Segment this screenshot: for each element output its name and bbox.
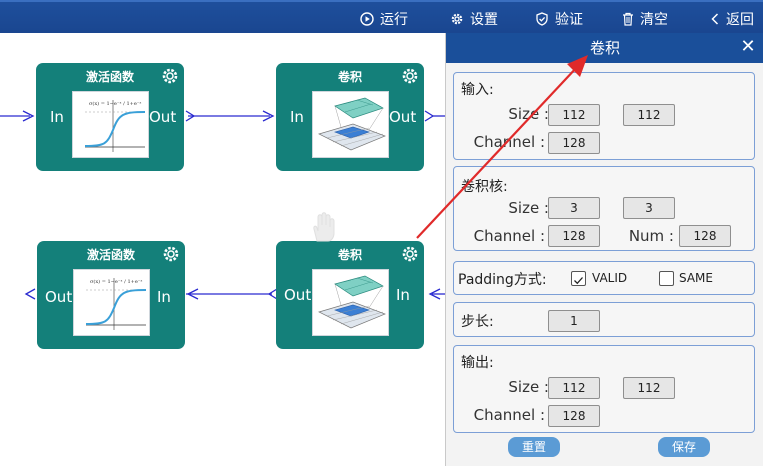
close-icon[interactable]: ✕ [740, 36, 756, 57]
properties-panel: 卷积 ✕ 输入: Size : 112 112 Channel : 128 卷积… [445, 33, 763, 466]
gear-icon[interactable] [401, 67, 419, 85]
activation-node-bottom[interactable]: 激活函数 Out In σ(x) = 1−e⁻ˣ / 1+e⁻ˣ [37, 241, 185, 349]
kernel-section: 卷积核: Size : 3 3 Channel : 128 Num : 128 [453, 166, 755, 251]
input-channel-field[interactable]: 128 [548, 132, 600, 154]
panel-header: 卷积 ✕ [446, 33, 763, 63]
node-title: 激活函数 [85, 70, 134, 84]
graph-canvas[interactable]: 激活函数 In Out σ(x) = 1−e⁻ˣ / 1+e⁻ˣ 卷积 In O… [0, 33, 445, 466]
panel-title: 卷积 [589, 39, 620, 57]
activation-node-top[interactable]: 激活函数 In Out σ(x) = 1−e⁻ˣ / 1+e⁻ˣ [36, 63, 184, 171]
kernel-channel-label: Channel : [473, 227, 545, 245]
run-label: 运行 [380, 11, 408, 28]
kernel-channel-field[interactable]: 128 [548, 225, 600, 247]
node-title: 卷积 [337, 248, 362, 262]
input-section: 输入: Size : 112 112 Channel : 128 [453, 72, 755, 160]
play-circle-icon [360, 11, 374, 26]
kernel-num-field[interactable]: 128 [679, 225, 731, 247]
clear-label: 清空 [640, 11, 668, 28]
output-section: 输出: Size : 112 112 Channel : 128 [453, 345, 755, 433]
reset-button[interactable]: 重置 [508, 437, 560, 457]
conv-node-bottom[interactable]: 卷积 Out In [276, 241, 424, 349]
stride-label: 步长: [461, 314, 494, 330]
input-size-w-field[interactable]: 112 [548, 104, 600, 126]
gear-icon[interactable] [162, 245, 180, 263]
back-label: 返回 [726, 11, 754, 28]
kernel-size-label: Size : [508, 199, 549, 217]
output-size-w-field[interactable]: 112 [548, 377, 600, 399]
hand-cursor-icon [313, 212, 335, 242]
kernel-num-label: Num : [628, 227, 674, 245]
gear-icon[interactable] [161, 67, 179, 85]
output-size-h-field[interactable]: 112 [623, 377, 675, 399]
output-section-label: 输出: [461, 355, 494, 371]
node-out-port[interactable]: Out [149, 108, 177, 126]
input-channel-label: Channel : [473, 133, 545, 151]
output-channel-label: Channel : [473, 406, 545, 424]
chevron-left-icon [711, 12, 719, 25]
settings-button[interactable]: 设置 [450, 2, 498, 35]
kernel-size-w-field[interactable]: 3 [548, 197, 600, 219]
node-out-port[interactable]: Out [45, 288, 73, 306]
sigmoid-curve-image: σ(x) = 1−e⁻ˣ / 1+e⁻ˣ [73, 269, 150, 336]
input-section-label: 输入: [461, 82, 494, 98]
svg-text:σ(x) = 1−e⁻ˣ / 1+e⁻ˣ: σ(x) = 1−e⁻ˣ / 1+e⁻ˣ [89, 100, 142, 107]
verify-label: 验证 [555, 11, 583, 28]
settings-label: 设置 [470, 11, 498, 28]
gear-icon [451, 13, 463, 24]
padding-valid-label: VALID [592, 271, 628, 285]
padding-valid-checkbox[interactable] [571, 271, 586, 286]
node-title: 激活函数 [86, 248, 135, 262]
stride-section: 步长: 1 [453, 302, 755, 337]
padding-section: Padding方式: VALID SAME [453, 261, 755, 295]
node-in-port[interactable]: In [290, 108, 304, 126]
top-toolbar: 运行 设置 验证 清空 返回 [0, 0, 763, 33]
kernel-section-label: 卷积核: [461, 179, 508, 195]
padding-label: Padding方式: [458, 272, 547, 288]
run-button[interactable]: 运行 [360, 2, 408, 35]
node-out-port[interactable]: Out [389, 108, 417, 126]
output-channel-field[interactable]: 128 [548, 405, 600, 427]
padding-same-label: SAME [679, 271, 713, 285]
gear-icon[interactable] [401, 245, 419, 263]
node-in-port[interactable]: In [50, 108, 64, 126]
verify-button[interactable]: 验证 [535, 2, 583, 35]
convolution-grid-image [312, 91, 389, 158]
convolution-grid-image [312, 269, 389, 336]
clear-button[interactable]: 清空 [622, 2, 668, 35]
checkmark-icon [574, 277, 583, 285]
stride-field[interactable]: 1 [548, 310, 600, 332]
padding-same-checkbox[interactable] [659, 271, 674, 286]
trash-icon [623, 12, 633, 26]
input-size-h-field[interactable]: 112 [623, 104, 675, 126]
sigmoid-curve-image: σ(x) = 1−e⁻ˣ / 1+e⁻ˣ [72, 91, 149, 158]
output-size-label: Size : [508, 378, 549, 396]
connection-wires [0, 110, 445, 300]
input-size-label: Size : [508, 105, 549, 123]
node-in-port[interactable]: In [396, 286, 410, 304]
kernel-size-h-field[interactable]: 3 [623, 197, 675, 219]
back-button[interactable]: 返回 [710, 2, 754, 35]
node-out-port[interactable]: Out [284, 286, 312, 304]
conv-node-top[interactable]: 卷积 In Out [276, 63, 424, 171]
node-in-port[interactable]: In [157, 288, 171, 306]
save-button[interactable]: 保存 [658, 437, 710, 457]
shield-check-icon [536, 11, 548, 26]
svg-text:σ(x) = 1−e⁻ˣ / 1+e⁻ˣ: σ(x) = 1−e⁻ˣ / 1+e⁻ˣ [90, 278, 143, 285]
node-title: 卷积 [337, 70, 362, 84]
